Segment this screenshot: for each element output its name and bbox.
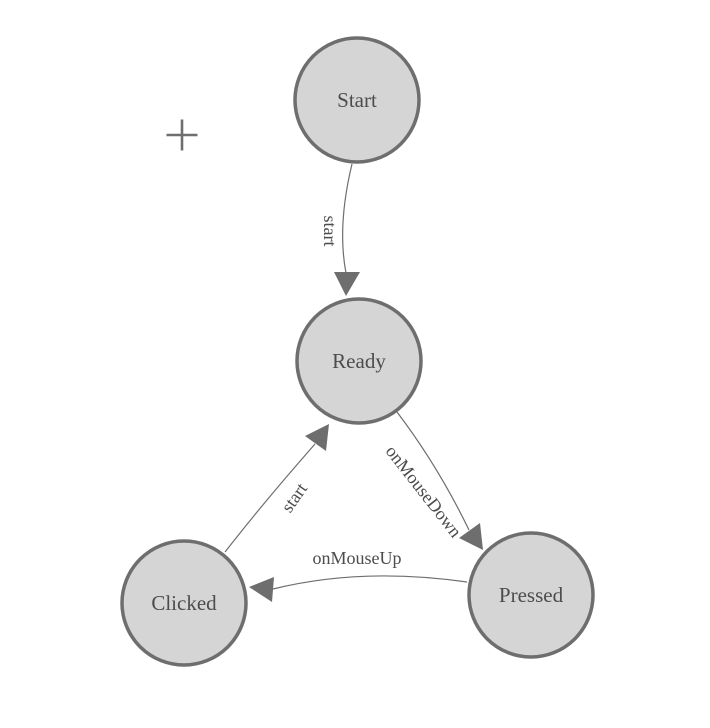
state-circle [295, 297, 423, 425]
transition-clicked-to-ready: start [224, 424, 329, 553]
arrowhead-icon [334, 272, 360, 296]
state-label: Ready [332, 349, 386, 373]
state-label: Start [337, 88, 377, 112]
arrowhead-icon [459, 523, 483, 550]
transition-pressed-to-clicked: onMouseUp [249, 548, 468, 602]
state-circle [467, 531, 595, 659]
transition-ready-to-pressed: onMouseDown [382, 411, 483, 550]
transition-start-to-ready: start [320, 163, 360, 296]
state-node-start[interactable]: Start [293, 36, 421, 164]
state-circle [293, 36, 421, 164]
state-node-ready[interactable]: Ready [295, 297, 423, 425]
transition-label: onMouseUp [313, 548, 402, 568]
transition-label: start [320, 216, 340, 247]
arrowhead-icon [305, 424, 329, 451]
state-node-pressed[interactable]: Pressed [467, 531, 595, 659]
arrowhead-icon [249, 577, 274, 602]
transition-path[interactable] [396, 411, 470, 531]
transition-path[interactable] [342, 163, 353, 274]
state-label: Pressed [499, 583, 564, 607]
state-label: Clicked [151, 591, 217, 615]
transition-path[interactable] [272, 575, 468, 590]
state-circle [120, 539, 248, 667]
transition-label: onMouseDown [382, 441, 466, 541]
state-node-clicked[interactable]: Clicked [120, 539, 248, 667]
plus-crosshair-icon [166, 119, 198, 151]
transition-label: start [277, 479, 311, 516]
transition-path[interactable] [224, 443, 316, 553]
